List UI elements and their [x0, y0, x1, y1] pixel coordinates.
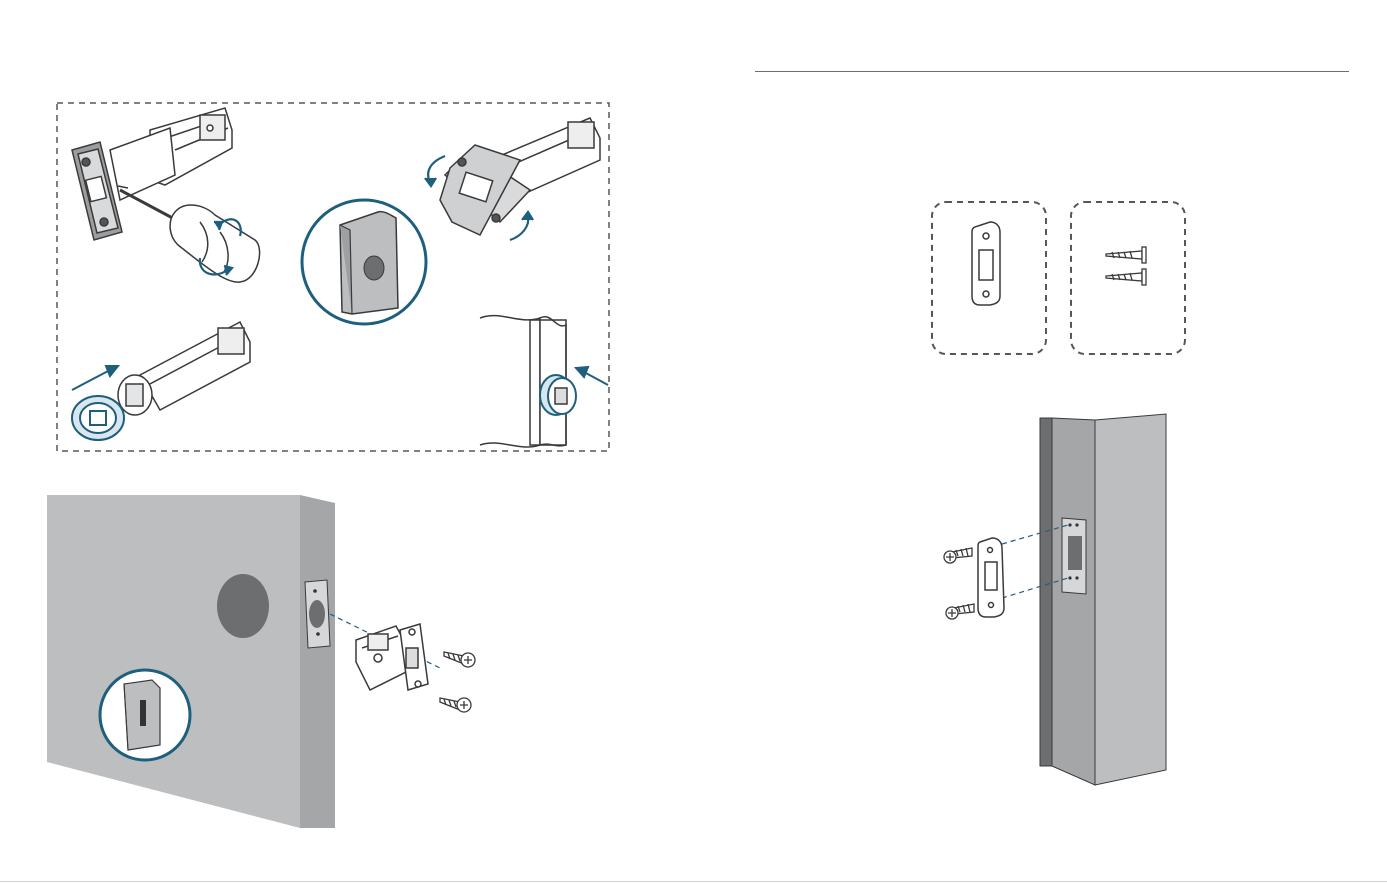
insert-arrow-icon [576, 367, 608, 385]
left-page [0, 0, 690, 883]
latch-icon [118, 322, 250, 415]
page-bottom-edge [0, 881, 1387, 882]
door-edge-with-ring [480, 316, 576, 447]
screw-icon [946, 604, 974, 619]
mortise-callout [302, 200, 426, 324]
drive-ring-icon [72, 396, 124, 440]
latch-rotated-faceplate [440, 118, 600, 235]
screwdriver-icon [118, 186, 260, 282]
insert-arrow-icon [72, 366, 118, 390]
latch-exploded [330, 614, 440, 690]
screw-icon [944, 548, 972, 563]
strike-plate-icon [972, 222, 1000, 305]
door-frame [1040, 414, 1166, 785]
screw-icon [1106, 247, 1146, 263]
screw-icon [1106, 269, 1146, 285]
door-panel [47, 495, 335, 828]
right-page [690, 0, 1387, 883]
mortise-detail-callout [100, 670, 190, 760]
left-illustration [0, 0, 690, 883]
right-illustration [690, 0, 1387, 883]
screw-icon [444, 652, 475, 667]
bore-hole [217, 574, 269, 638]
screw-icon [440, 698, 471, 712]
